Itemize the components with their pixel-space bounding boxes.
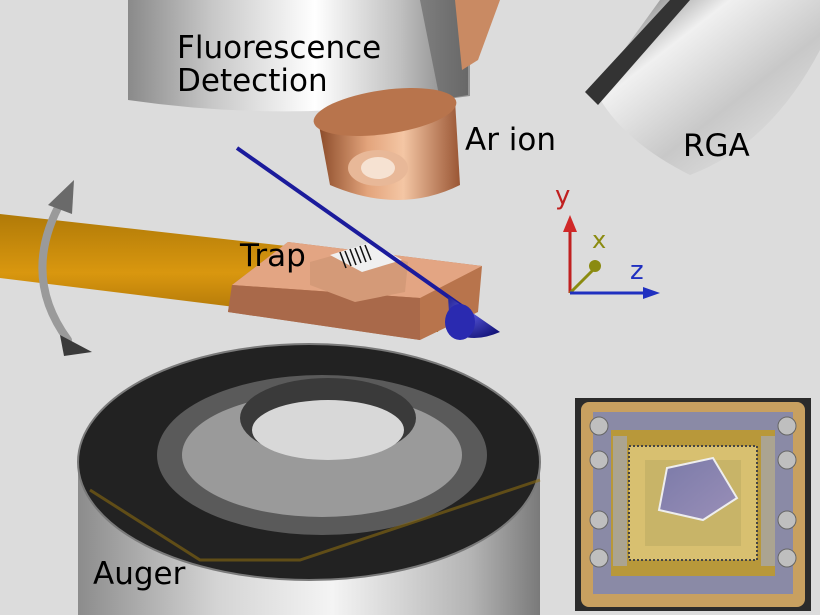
beam-arrow [235, 146, 500, 340]
ar-ion-source [313, 88, 460, 200]
fluorescence-detection-label: Fluorescence Detection [177, 30, 382, 99]
ar-ion-label: Ar ion [465, 122, 557, 158]
coordinate-axes [563, 215, 660, 299]
fluorescence-detector [128, 0, 500, 112]
axis-z-label: z [630, 256, 644, 286]
trap-label: Trap [240, 238, 306, 274]
chip-photo-drawing [575, 398, 811, 611]
auger-analyzer [77, 343, 541, 615]
axis-x-label: x [592, 226, 607, 254]
trap-mount [228, 242, 482, 340]
rga-label: RGA [683, 128, 750, 164]
rga-cylinder [585, 0, 820, 175]
axis-y-label: y [555, 181, 571, 211]
trap-chip-photo [575, 398, 811, 611]
curved-double-arrow-icon [38, 180, 92, 356]
auger-label: Auger [93, 556, 186, 592]
